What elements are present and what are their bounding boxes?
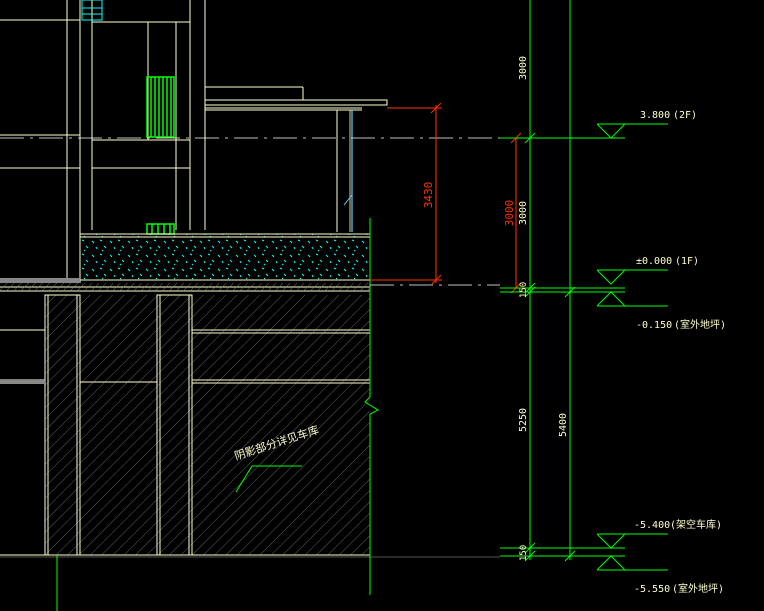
level-0000-value: ±0.000 (636, 256, 672, 267)
green-dimension-lines (500, 0, 625, 562)
level-marker-5550 (596, 555, 668, 571)
dim-150: 150 (519, 282, 529, 298)
level-5550-note: (室外地坪) (672, 582, 724, 595)
dim-150-bottom: 150 (519, 545, 529, 561)
level-0000-note: (1F) (675, 256, 699, 267)
level-0150-value: -0.150 (636, 320, 672, 331)
level-marker-3800 (596, 123, 668, 139)
level-marker-5400 (596, 533, 668, 549)
level-3800-note: (2F) (673, 110, 697, 121)
level-0150-note: (室外地坪) (674, 318, 726, 331)
dim-5400-total: 5400 (558, 413, 569, 437)
dim-3000-mid: 3000 (518, 201, 529, 225)
ground-floor-slab (79, 233, 371, 281)
level-marker-0150 (596, 291, 668, 307)
dim-5250: 5250 (518, 408, 529, 432)
building-upper (0, 0, 206, 283)
basement-garage (0, 294, 500, 558)
window-rail-top-icon (81, 0, 103, 21)
red-dim-3430-label: 3430 (422, 182, 435, 209)
green-railing-icon (146, 76, 175, 235)
glass-hatch (343, 194, 353, 206)
annotation-leader (235, 465, 302, 493)
red-dimension-3430 (370, 102, 442, 286)
level-3800-value: 3.800 (640, 110, 670, 121)
ground-line (0, 278, 80, 283)
level-marker-0000 (596, 269, 668, 285)
level-5550-value: -5.550 (634, 584, 670, 595)
red-dim-3000-label: 3000 (503, 200, 516, 227)
level-5400-note: (架空车库) (670, 518, 722, 531)
floor-axis-lines (0, 137, 500, 286)
dim-3000-top: 3000 (518, 56, 529, 80)
level-5400-value: -5.400 (634, 520, 670, 531)
canopy (204, 86, 388, 232)
break-line (364, 218, 380, 595)
